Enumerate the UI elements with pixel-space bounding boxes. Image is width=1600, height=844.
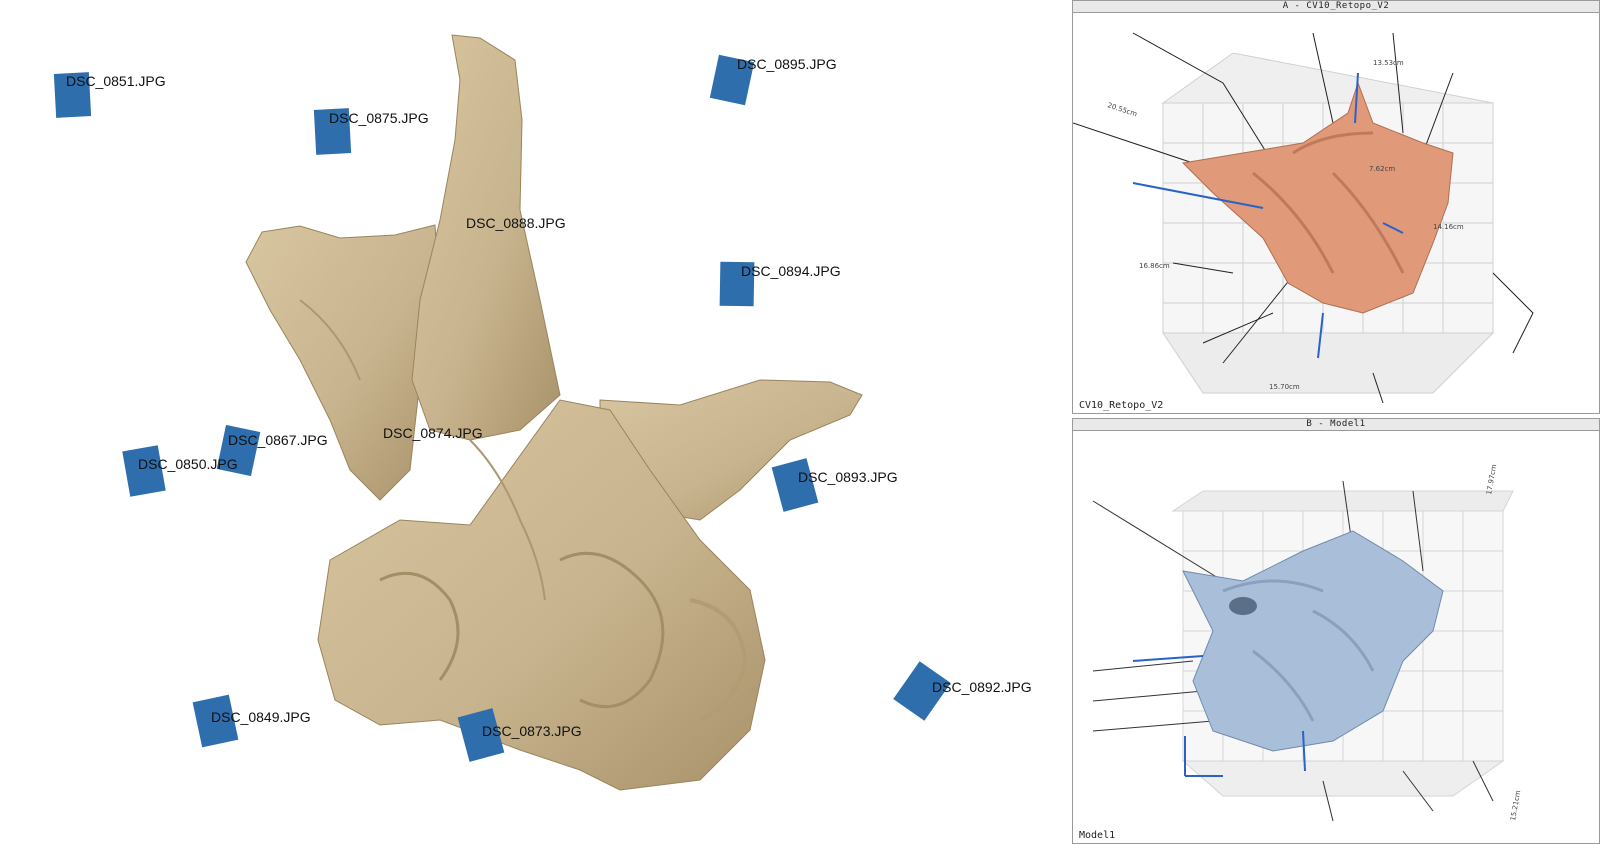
- viewport-b-canvas[interactable]: 17.97cm 15.21cm: [1073, 431, 1599, 843]
- viewport-b-title: B - Model1: [1073, 419, 1599, 431]
- dimension-label: 13.53cm: [1373, 59, 1404, 67]
- viewport-a-canvas[interactable]: 20.55cm 7.62cm 14.16cm 16.86cm 15.70cm 1…: [1073, 13, 1599, 413]
- camera-label-0875: DSC_0875.JPG: [329, 110, 429, 126]
- camera-label-0873: DSC_0873.JPG: [482, 723, 582, 739]
- dimension-label: 15.70cm: [1269, 383, 1300, 391]
- camera-label-0850: DSC_0850.JPG: [138, 456, 238, 472]
- viewport-a-footer-label: CV10_Retopo_V2: [1079, 400, 1164, 411]
- camera-label-0894: DSC_0894.JPG: [741, 263, 841, 279]
- camera-label-0874: DSC_0874.JPG: [383, 425, 483, 441]
- viewport-b-3d-scene[interactable]: 17.97cm 15.21cm: [1073, 431, 1599, 841]
- camera-label-0888: DSC_0888.JPG: [466, 215, 566, 231]
- dimension-label: 16.86cm: [1139, 262, 1170, 270]
- camera-label-0849: DSC_0849.JPG: [211, 709, 311, 725]
- viewport-b-footer-label: Model1: [1079, 830, 1116, 841]
- photogrammetry-viewport[interactable]: DSC_0851.JPG DSC_0875.JPG DSC_0895.JPG D…: [0, 0, 1068, 844]
- viewport-a[interactable]: A - CV10_Retopo_V2: [1072, 0, 1600, 414]
- dimension-label: 14.16cm: [1433, 223, 1464, 231]
- bone-model[interactable]: [0, 0, 1068, 844]
- dimension-label: 15.21cm: [1509, 790, 1522, 822]
- camera-label-0851: DSC_0851.JPG: [66, 73, 166, 89]
- dimension-label: 7.62cm: [1369, 165, 1395, 173]
- viewport-a-3d-scene[interactable]: 20.55cm 7.62cm 14.16cm 16.86cm 15.70cm 1…: [1073, 13, 1599, 413]
- camera-label-0895: DSC_0895.JPG: [737, 56, 837, 72]
- camera-label-0892: DSC_0892.JPG: [932, 679, 1032, 695]
- camera-label-0867: DSC_0867.JPG: [228, 432, 328, 448]
- viewport-b[interactable]: B - Model1: [1072, 418, 1600, 844]
- camera-label-0893: DSC_0893.JPG: [798, 469, 898, 485]
- dimension-label: 20.55cm: [1106, 101, 1138, 118]
- viewport-a-title: A - CV10_Retopo_V2: [1073, 1, 1599, 13]
